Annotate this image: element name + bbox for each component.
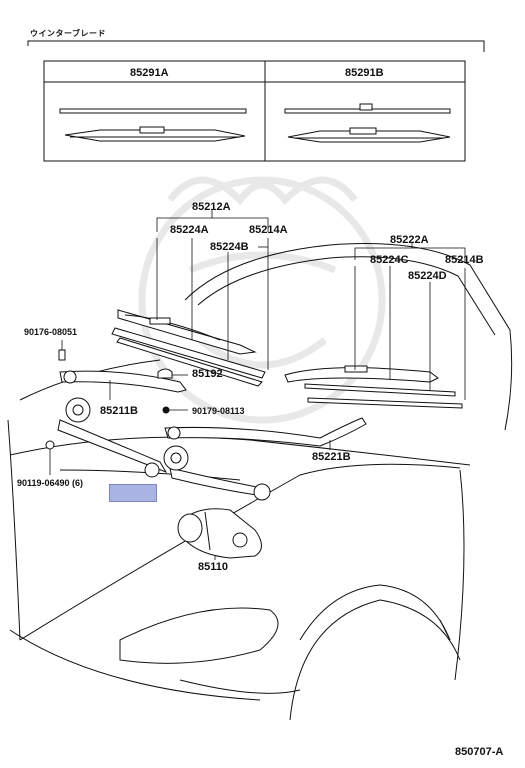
part-label-85221B: 85221B [312,451,351,463]
table-header-85291A: 85291A [130,67,169,79]
wiper-linkage [57,397,271,501]
blade-85291A-drawing [59,108,247,142]
part-label-85224D: 85224D [408,270,447,282]
part-label-85211B: 85211B [100,405,138,417]
wiper-arm-85221B [164,417,367,447]
wiper-motor-85110 [177,508,262,559]
leader-lines [49,210,466,560]
watermark-emblem [138,176,386,424]
table-header-85291B: 85291B [345,67,384,79]
blade-table [43,60,466,162]
section-bracket [27,40,485,52]
wiper-arm-85211B [59,370,187,393]
highlight-box [109,484,157,502]
part-label-85224B: 85224B [210,241,249,253]
car-body [7,243,513,721]
part-label-85214A: 85214A [249,224,288,236]
blade-85222A-part [284,365,463,409]
part-label-85214B: 85214B [445,254,484,266]
section-title: ウインターブレード [30,29,107,38]
part-label-90176-08051: 90176-08051 [24,327,78,337]
part-label-85224C: 85224C [370,254,409,266]
reference-code: 850707-A [455,746,504,758]
blade-85291B-drawing [284,103,451,143]
part-label-90119-06490: 90119-06490 (6) [17,478,84,488]
part-label-85222A: 85222A [390,234,429,246]
part-label-90179-08113: 90179-08113 [192,406,245,416]
part-label-85110: 85110 [198,561,228,573]
part-label-85224A: 85224A [170,224,209,236]
part-label-85192: 85192 [192,368,223,380]
small-parts [45,349,173,450]
part-label-85212A: 85212A [192,201,231,213]
blade-85212A-part [111,309,266,387]
